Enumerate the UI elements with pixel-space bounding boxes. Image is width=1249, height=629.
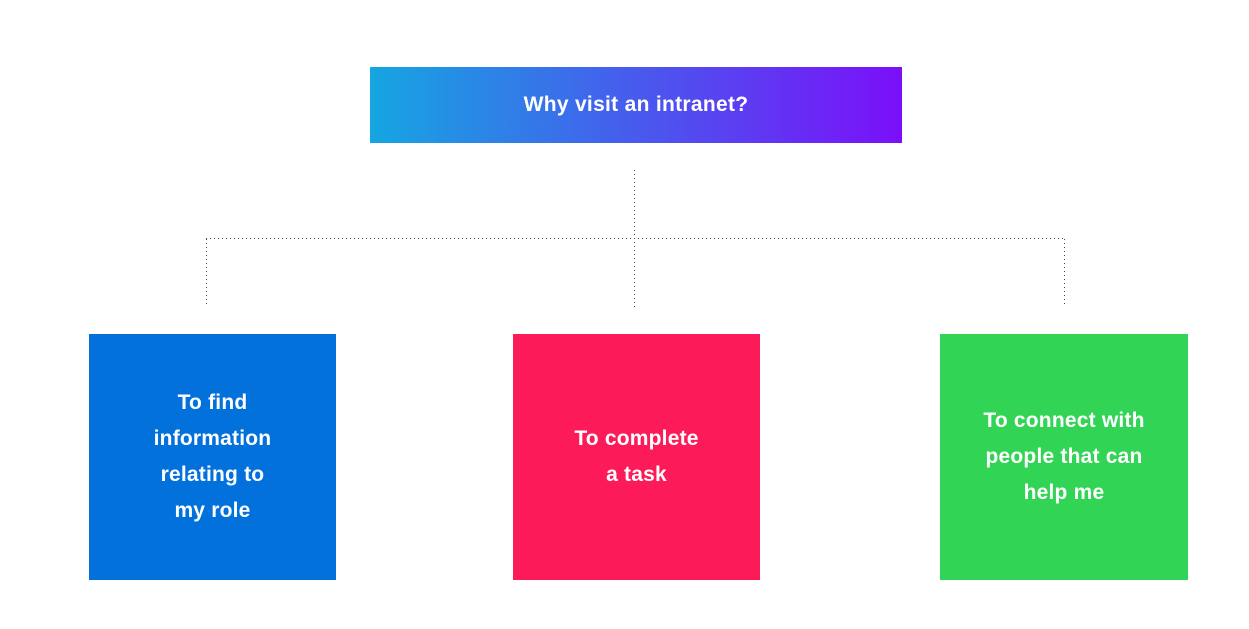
diagram-node-complete-task: To complete a task bbox=[513, 334, 760, 580]
connector-line-left-vertical bbox=[206, 239, 207, 305]
diagram-node-label: To find information relating to my role bbox=[153, 391, 272, 522]
connector-line-right-vertical bbox=[1064, 239, 1065, 305]
connector-line-horizontal bbox=[206, 238, 1065, 239]
diagram-node-label: To connect with people that can help me bbox=[983, 409, 1145, 504]
diagram-title-node: Why visit an intranet? bbox=[370, 67, 902, 143]
diagram-title: Why visit an intranet? bbox=[523, 93, 749, 116]
diagram-node-label: To complete a task bbox=[574, 427, 699, 486]
diagram-node-connect-people: To connect with people that can help me bbox=[940, 334, 1188, 580]
diagram-node-find-information: To find information relating to my role bbox=[89, 334, 336, 580]
